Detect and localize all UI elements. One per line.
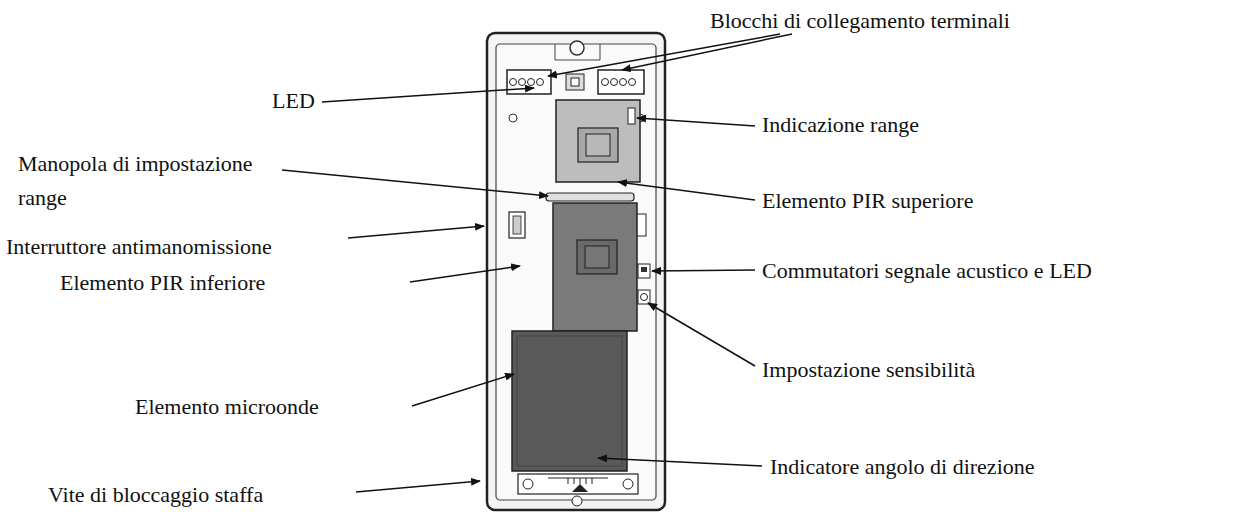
part-label: Blocchi di collegamento terminali [710, 6, 1010, 36]
leader-line [348, 226, 484, 238]
leader-line [648, 303, 755, 366]
leader-line [652, 270, 755, 271]
leader-line [410, 266, 520, 282]
part-label: Interruttore antimanomissione [6, 232, 272, 262]
part-label: Vite di bloccaggio staffa [48, 480, 263, 510]
leader-line [622, 34, 792, 70]
leader-line [322, 88, 534, 102]
part-label: Elemento PIR inferiore [60, 268, 265, 298]
leader-line [356, 481, 480, 492]
part-label: Impostazione sensibilità [762, 355, 975, 385]
part-label: Elemento microonde [135, 392, 319, 422]
part-label: Commutatori segnale acustico e LED [762, 256, 1092, 286]
leader-line [282, 170, 548, 196]
leader-line [637, 118, 755, 126]
leader-line [412, 374, 514, 406]
leader-line [598, 458, 762, 466]
leader-line [548, 34, 780, 76]
part-label: Indicatore angolo di direzione [770, 452, 1035, 482]
part-label: Indicazione range [762, 110, 919, 140]
part-label: LED [272, 86, 315, 116]
leader-line [618, 182, 755, 200]
part-label: Elemento PIR superiore [762, 186, 973, 216]
part-label: Manopola di impostazione range [18, 147, 280, 215]
